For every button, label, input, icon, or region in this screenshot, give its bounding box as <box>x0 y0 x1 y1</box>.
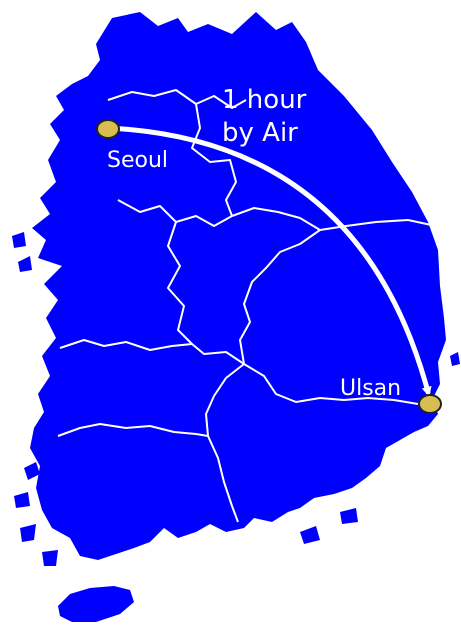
island <box>14 492 30 508</box>
seoul-label: Seoul <box>107 148 169 173</box>
island <box>42 550 58 566</box>
seoul-marker[interactable] <box>96 119 120 139</box>
route-label: 1 hour by Air <box>222 84 306 150</box>
island <box>300 526 320 544</box>
island <box>340 508 358 524</box>
jeju-island <box>58 586 134 622</box>
mainland-landmass <box>30 12 446 560</box>
ulsan-marker[interactable] <box>418 394 442 414</box>
island <box>12 232 26 248</box>
island <box>20 524 36 542</box>
route-label-line-1: 1 hour <box>222 85 307 115</box>
route-label-line-2: by Air <box>222 118 298 148</box>
flight-route-arrow <box>105 125 432 397</box>
province-borders <box>57 89 437 523</box>
island <box>450 352 460 366</box>
island <box>18 256 32 272</box>
ulsan-label: Ulsan <box>340 376 402 401</box>
island <box>24 462 40 480</box>
